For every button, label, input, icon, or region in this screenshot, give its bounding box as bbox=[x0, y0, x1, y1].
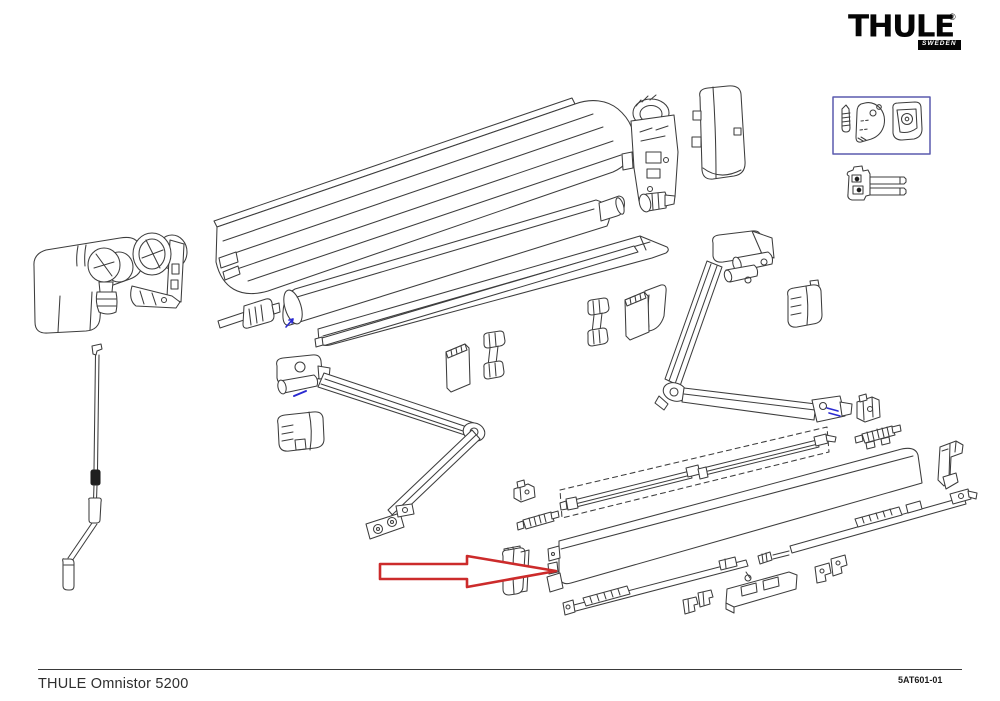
drive-bracket bbox=[621, 94, 679, 202]
tension-bracket bbox=[846, 165, 907, 201]
tension-rafter-rod-right bbox=[697, 433, 837, 480]
marker-roller-tube-icon bbox=[285, 318, 294, 328]
mid-clamp bbox=[513, 479, 536, 503]
highlight-arrow bbox=[378, 554, 558, 589]
rafter-dashed-box bbox=[559, 426, 830, 519]
folded-bracket bbox=[937, 440, 964, 490]
model-title: THULE Omnistor 5200 bbox=[38, 676, 189, 692]
lead-rail-bar bbox=[314, 245, 639, 348]
rail-connector-small bbox=[757, 550, 790, 565]
bracket-pair bbox=[814, 554, 848, 584]
document-number: 5AT601-01 bbox=[898, 675, 943, 685]
spring-arm-right bbox=[654, 230, 853, 423]
assembly-markers bbox=[285, 318, 841, 417]
fixation-clip-plate-1 bbox=[445, 343, 471, 393]
fixation-clip-u-2 bbox=[587, 297, 610, 347]
callout-box bbox=[832, 96, 931, 155]
service-kit-callout bbox=[832, 96, 931, 155]
panel-connector bbox=[854, 424, 902, 450]
end-spigot bbox=[217, 298, 281, 329]
end-cap-cover bbox=[691, 85, 746, 180]
marker-arm-right-icon bbox=[826, 407, 841, 417]
gear-unit bbox=[130, 232, 188, 309]
registered-trademark-icon: ® bbox=[949, 12, 956, 22]
brand-logo: THULE ® SWEDEN bbox=[848, 12, 978, 56]
support-rail-left bbox=[562, 556, 749, 616]
brand-wordmark: THULE bbox=[848, 9, 955, 45]
mount-plate-bracket bbox=[725, 571, 798, 614]
arm-cover-right bbox=[787, 279, 823, 328]
arrow-shape bbox=[378, 554, 558, 589]
marker-arm-left-icon bbox=[293, 390, 307, 397]
fixation-clip-u-1 bbox=[483, 330, 506, 380]
spring-arm-left bbox=[276, 354, 486, 540]
mid-connector bbox=[516, 510, 560, 531]
awning-case-profile bbox=[213, 97, 635, 295]
rail-clamp-pair bbox=[682, 589, 714, 615]
gear-knob bbox=[87, 247, 134, 315]
support-rail-right bbox=[789, 488, 978, 554]
crank-handle bbox=[62, 343, 103, 591]
fixation-clip-plate-2 bbox=[624, 291, 650, 341]
footer-divider bbox=[38, 669, 962, 670]
drive-coupling bbox=[638, 191, 676, 213]
brand-origin-label: SWEDEN bbox=[918, 40, 961, 50]
roller-tube bbox=[282, 195, 625, 326]
tension-rafter-rod-left bbox=[559, 464, 701, 511]
arm-cover-left bbox=[277, 411, 325, 452]
panel-clamp bbox=[856, 393, 881, 423]
end-cover-left bbox=[33, 236, 143, 334]
